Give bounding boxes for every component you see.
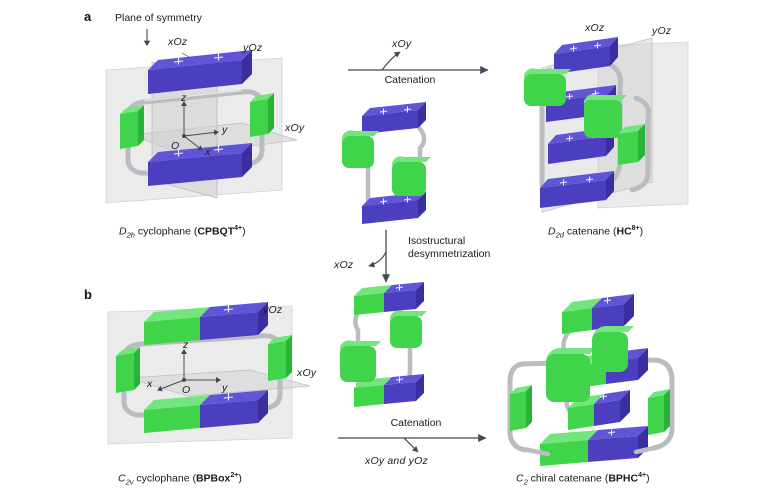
caption-cpbqt-symmetry: D <box>119 225 127 238</box>
bphc-chiral-catenane-structure <box>507 294 675 466</box>
caption-bpbox: C2v cyclophane (BPBox2+) <box>118 472 242 487</box>
caption-bpbox-word: cyclophane ( <box>133 472 196 485</box>
bphc-green-right-post <box>648 389 670 435</box>
catenation-arrow-panel-b <box>338 433 487 453</box>
hc-catenane-structure <box>523 37 689 213</box>
bphc-bicolour-lower-middle <box>568 390 630 430</box>
plane-created-label-panel-a: xOy <box>392 38 412 50</box>
intermediate-structure-panel-b <box>339 282 427 407</box>
caption-hc-charge: 8+ <box>631 225 640 232</box>
axis-label-x-panel-a: x <box>205 146 211 158</box>
intermediate-green-left <box>341 130 379 168</box>
planes-created-label-panel-b: xOy and yOz <box>365 455 428 467</box>
axis-label-z-panel-b: z <box>183 339 189 351</box>
green-unit-right-panel-b <box>268 335 292 381</box>
caption-hc-word: catenane ( <box>563 225 617 238</box>
intermediate-green-right <box>391 156 431 196</box>
caption-cpbqt-symmetry-sub: 2h <box>126 230 135 240</box>
intermediate-blue-bottom <box>362 192 426 224</box>
panel-letter-a: a <box>84 9 92 24</box>
green-unit-left-panel-b <box>116 347 140 393</box>
catenation-arrow-panel-a <box>348 51 489 75</box>
coordinate-axes <box>181 101 219 151</box>
caption-cpbqt-charge: 4+ <box>234 225 243 232</box>
desymmetrization-label: Isostructural desymmetrization <box>408 235 490 261</box>
green-unit-right <box>250 93 274 137</box>
intermediate-green-lower-left <box>339 340 381 382</box>
plane-label-xoy-panel-b: xOy <box>297 367 317 379</box>
green-unit-outer-left <box>523 68 571 106</box>
blue-unit-4 <box>540 171 614 208</box>
plane-removed-label: xOz <box>334 259 354 271</box>
green-unit-center <box>583 94 627 138</box>
caption-hc-close: ) <box>639 225 644 238</box>
axis-label-z-panel-a: z <box>181 92 187 104</box>
bphc-green-upper-right <box>592 326 634 372</box>
caption-cpbqt-word: cyclophane ( <box>134 225 198 238</box>
bphc-front-linkers <box>525 445 657 457</box>
axis-label-origin-panel-a: O <box>171 140 180 152</box>
intermediate-bicolour-bottom <box>354 374 424 407</box>
caption-bphc-charge: 4+ <box>638 472 647 479</box>
caption-bphc-symmetry: C <box>516 472 524 485</box>
plane-of-symmetry-annotation: Plane of symmetry <box>115 12 202 24</box>
blue-unit-bottom <box>148 143 252 186</box>
desymmetrization-label-line1: Isostructural <box>408 235 466 247</box>
caption-cpbqt: D2h cyclophane (CPBQT4+) <box>119 225 246 240</box>
bphc-bicolour-bottom <box>540 426 648 466</box>
caption-cpbqt-close: ) <box>242 225 246 238</box>
caption-bphc-close: ) <box>646 472 650 485</box>
panel-letter-b: b <box>84 287 92 302</box>
caption-hc-name: HC <box>616 225 632 238</box>
axis-label-origin-panel-b: O <box>182 384 191 396</box>
caption-bphc-name: BPHC <box>608 472 639 485</box>
caption-bpbox-symmetry: C <box>118 472 126 485</box>
plane-label-yoz-panel-a: yOz <box>243 42 263 54</box>
plane-label-yoz-panel-b: yOz <box>263 304 283 316</box>
axis-label-x-panel-b: x <box>147 378 153 390</box>
bphc-bicolour-top <box>562 294 634 334</box>
desymmetrization-arrow <box>368 230 391 283</box>
caption-hc-symmetry: D <box>548 225 556 238</box>
plane-label-xoy-panel-a: xOy <box>285 122 305 134</box>
bphc-green-left-post <box>510 385 532 431</box>
intermediate-bicolour-top <box>354 282 424 315</box>
green-unit-right-side <box>618 124 645 165</box>
intermediate-green-upper-right <box>389 310 427 348</box>
bphc-green-center <box>546 348 596 402</box>
caption-bpbox-charge: 2+ <box>230 472 239 479</box>
coordinate-axes-panel-b <box>157 349 221 392</box>
desymmetrization-label-line2: desymmetrization <box>408 248 491 260</box>
bpbox-cyclophane-structure <box>107 302 311 445</box>
blue-unit-1 <box>554 37 618 74</box>
catenation-label-panel-a: Catenation <box>384 74 436 86</box>
plane-label-xoz-panel-a-right: xOz <box>585 22 605 34</box>
axis-label-y-panel-b: y <box>222 382 228 394</box>
intermediate-blue-top <box>362 102 426 134</box>
caption-bphc-symmetry-sub: 2 <box>523 477 528 487</box>
plane-label-xoz-panel-a: xOz <box>168 36 188 48</box>
caption-bpbox-close: ) <box>238 472 242 485</box>
bicolour-unit-bottom <box>144 390 268 433</box>
plane-label-yoz-panel-a-right: yOz <box>652 25 672 37</box>
caption-bphc: C2 chiral catenane (BPHC4+) <box>516 472 650 487</box>
caption-bpbox-name: BPBox <box>195 472 231 485</box>
caption-hc: D2d catenane (HC8+) <box>548 225 643 240</box>
caption-bphc-word: chiral catenane ( <box>527 472 609 485</box>
plane-xoy-panel-b <box>127 369 311 397</box>
blue-unit-top <box>148 50 252 94</box>
axis-label-y-panel-a: y <box>222 124 228 136</box>
caption-hc-symmetry-sub: 2d <box>555 230 564 240</box>
catenation-label-panel-b: Catenation <box>390 417 442 429</box>
cpbqt-cyclophane-structure <box>105 50 298 204</box>
intermediate-structure-panel-a <box>341 102 431 224</box>
green-unit-left <box>120 105 144 149</box>
bicolour-unit-top <box>144 302 268 345</box>
caption-bpbox-symmetry-sub: 2v <box>125 477 134 487</box>
caption-cpbqt-name: CPBQT <box>197 225 235 238</box>
